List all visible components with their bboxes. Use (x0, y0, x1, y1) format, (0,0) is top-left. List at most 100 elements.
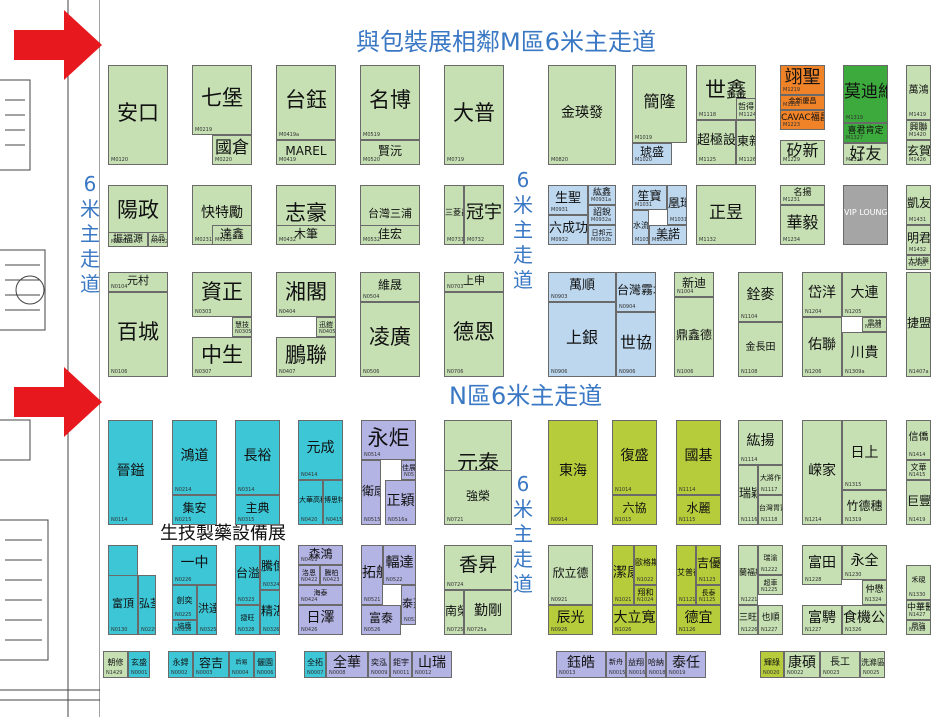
booth-name: 精湛 (261, 603, 279, 618)
booth-name: 莫迪維克 (844, 81, 887, 102)
booth-code: N0721 (447, 517, 464, 523)
booth-code: N0420 (301, 517, 318, 523)
booth-code: N1125 (699, 597, 716, 603)
booth-code: N0906 (619, 369, 636, 375)
booth-code: N1205 (845, 309, 862, 315)
booth-name: 禾硯 (911, 576, 926, 584)
booth-name: 台鈺 (285, 88, 327, 112)
booth-name: 長泰 (701, 588, 716, 597)
booth-code: M1420 (909, 132, 927, 138)
booth-name: 詔銳 (592, 207, 611, 218)
booth-code: N0514 (364, 452, 381, 458)
booth-code: M1319 (846, 115, 864, 121)
booth-code: M1132 (699, 237, 717, 243)
booth-name: 生聖 (554, 190, 581, 206)
booth-code: N0524 (404, 617, 415, 623)
booth-name: 中生 (201, 342, 243, 367)
booth-code: N0009 (371, 670, 388, 676)
booth-name: 東海 (559, 462, 587, 479)
booth-code: M0232 (215, 237, 233, 243)
booth-code: N1026 (615, 627, 632, 633)
booth-code: M0932 (551, 237, 569, 243)
booth-name: 興聯 (909, 122, 928, 133)
booth-vip: VIP LOUNGE (843, 185, 888, 245)
booth-n0524: 泰菱N0524 (401, 585, 416, 625)
booth-code: N1126 (679, 627, 696, 633)
booth-name: 岱洋 (808, 284, 836, 301)
booth-name: 培應 (177, 622, 192, 630)
booth-code: N0407 (279, 369, 296, 375)
booth-code: N0018 (649, 670, 666, 676)
booth-name: 矽新 (786, 141, 819, 160)
booth-code: M1125 (699, 157, 717, 163)
booth-n0515: 衛康N0515 (361, 460, 381, 525)
booth-code: N0926 (551, 627, 568, 633)
booth-code: M0419a (279, 132, 300, 138)
booth-name: 蘭福航 (739, 568, 757, 577)
booth-code: N0229 (141, 627, 156, 633)
booth-code: N1123 (699, 577, 716, 583)
booth-name: 資正 (201, 280, 243, 304)
booth-code: N0020 (763, 670, 780, 676)
booth-n1330: 禾硯 N1330 (906, 565, 931, 600)
booth-code: M0931 (551, 207, 569, 213)
booth-name: 勤剛 (474, 602, 502, 619)
booth-name: 三旺 (739, 612, 758, 623)
booth-code: N0016 (629, 670, 646, 676)
booth-code: M1234 (783, 237, 801, 243)
booth-name: 元泰 (457, 450, 499, 475)
booth-name: 快特勵 (201, 205, 243, 221)
booth-code: M0732 (467, 237, 485, 243)
booth-code: N0114 (111, 517, 128, 523)
booth-code: N1227 (761, 627, 778, 633)
booth-code: N1330 (909, 592, 926, 598)
booth-name: 好友 (849, 144, 882, 163)
booth-n0516: 佳展N0516 (401, 460, 416, 480)
booth-name: 大華高科 (299, 496, 322, 504)
booth-n1118: 台灣胃寶N1118 (758, 495, 783, 525)
booth-name: 台灣三浦 (368, 206, 412, 220)
booth-name: 艾普得 (677, 568, 695, 577)
booth-code: N0315 (238, 517, 255, 523)
booth-name: 凰瑋 (668, 196, 686, 210)
booth-code: N1114 (741, 457, 758, 463)
booth-code: N1121 (679, 597, 696, 603)
booth-name: 輻達 (385, 555, 414, 571)
booth-code: N1104 (741, 314, 758, 320)
booth-name: 康碩 (788, 654, 816, 671)
booth-code: M0932a (591, 217, 612, 223)
booth-code: M0931a (591, 197, 612, 203)
booth-code: N0706 (447, 369, 464, 375)
booth-n1116: 瑞穎N1116 (738, 465, 758, 525)
booth-code: N1116 (741, 517, 758, 523)
booth-name: 瑞渝 (763, 553, 778, 562)
booth-name: 森鴻 (308, 547, 333, 561)
booth-code: N1226 (741, 627, 758, 633)
booth-m1032: 水流姑M1032 (632, 210, 649, 245)
